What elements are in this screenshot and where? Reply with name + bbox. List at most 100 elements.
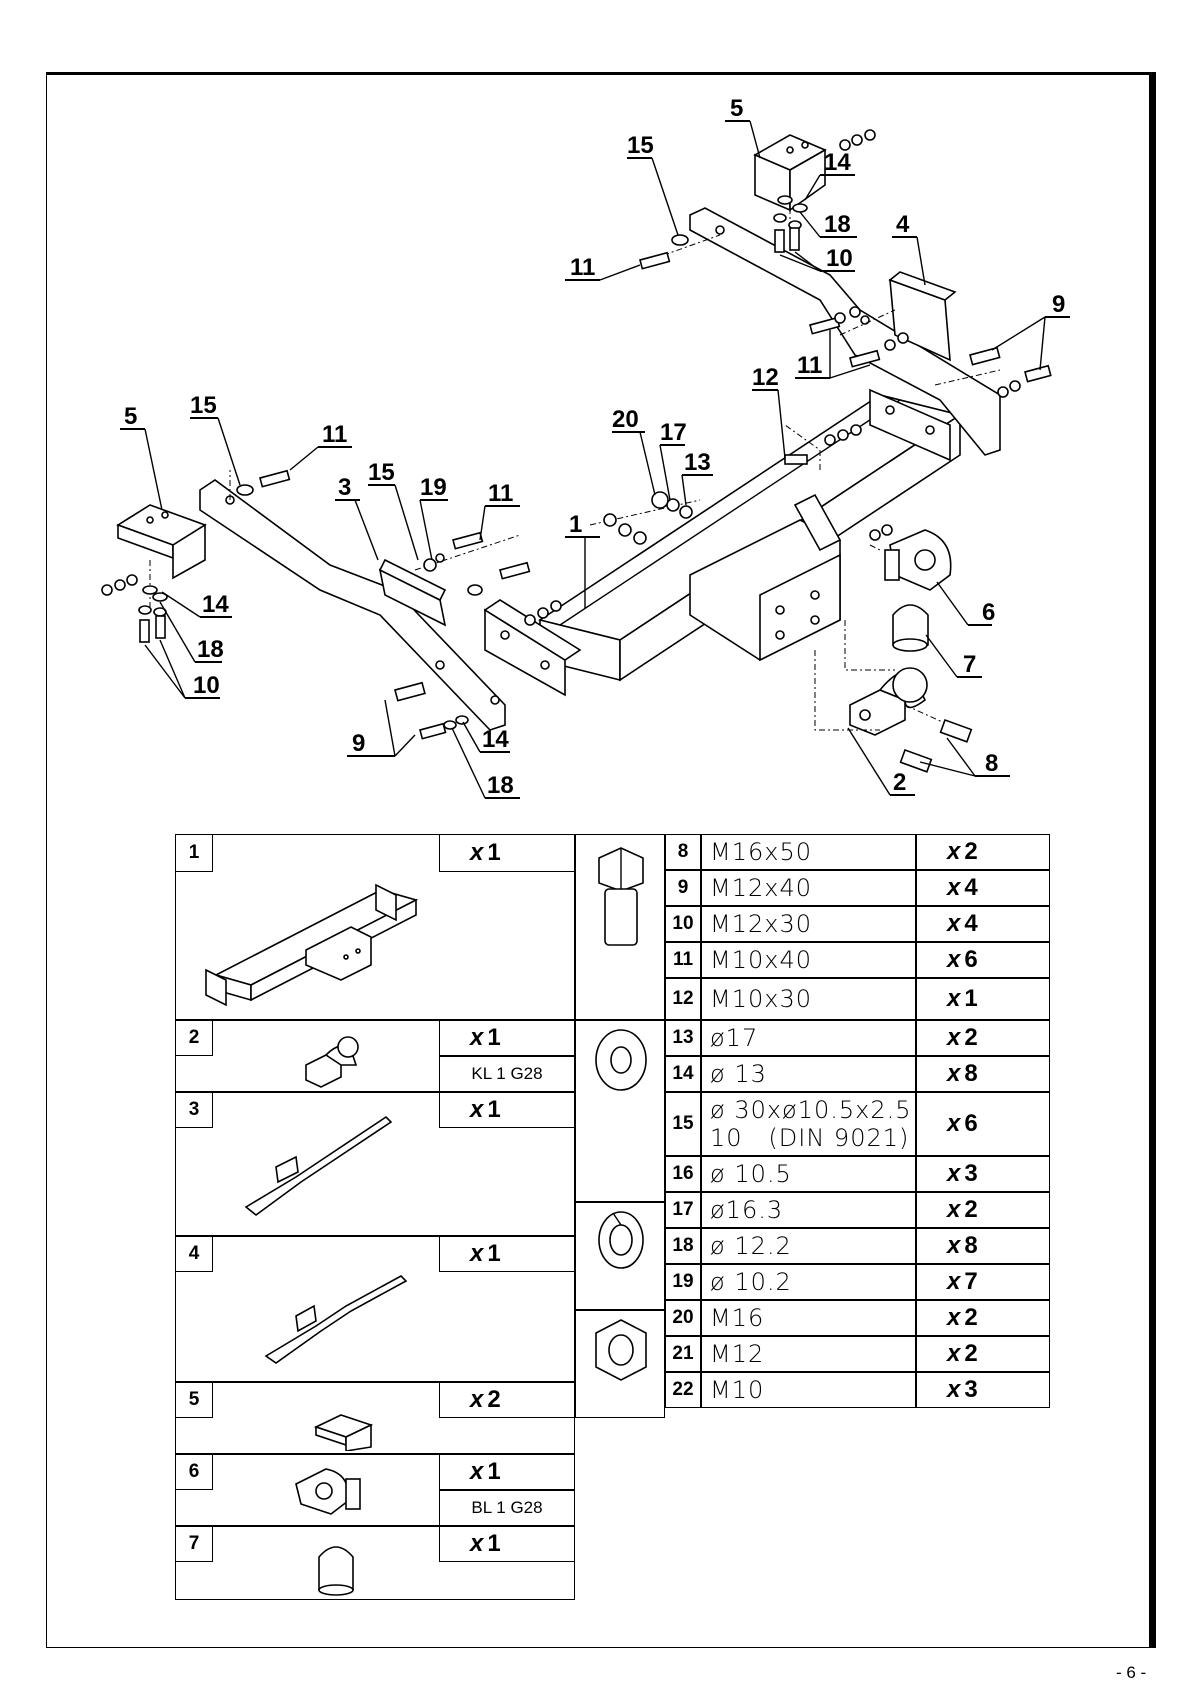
quantity-prefix: x <box>947 1376 961 1403</box>
crossbeam-part <box>483 388 962 697</box>
callout-labels: 1 2 3 4 5 5 6 7 8 9 9 10 10 11 11 11 11 … <box>124 95 1065 799</box>
quantity-value: 6 <box>964 1110 978 1137</box>
socket-plate <box>884 529 952 591</box>
quantity-value: 7 <box>964 1268 978 1295</box>
quantity-prefix: x <box>947 985 961 1012</box>
callout-11-b: 11 <box>488 480 513 507</box>
nut-group-icon-cell <box>575 1310 665 1418</box>
hardware-spec: M12 <box>701 1336 916 1372</box>
quantity-prefix: x <box>947 1110 961 1137</box>
quantity-value: 4 <box>964 874 978 901</box>
hardware-spec-line: 10 (DIN 9021) <box>710 1124 910 1152</box>
callout-6: 6 <box>982 599 995 626</box>
quantity-value: 2 <box>964 1196 978 1223</box>
hardware-number: 12 <box>665 978 701 1020</box>
hardware-spec: ø17 <box>701 1020 916 1056</box>
hardware-spec-line: ø 30xø10.5x2.5 <box>710 1096 912 1124</box>
quantity-prefix: x <box>947 1232 961 1259</box>
quantity-prefix: x <box>947 910 961 937</box>
callout-11-a: 11 <box>322 421 347 448</box>
callout-11-d: 11 <box>797 352 822 379</box>
exploded-assembly-drawing: 1 2 3 4 5 5 6 7 8 9 9 10 10 11 11 11 11 … <box>101 95 1070 799</box>
quantity-value: 3 <box>964 1376 978 1403</box>
callout-15-middle: 15 <box>368 459 395 486</box>
part-2-number: 2 <box>175 1020 213 1056</box>
callout-17: 17 <box>660 419 687 446</box>
part-7-number: 7 <box>175 1526 213 1562</box>
hardware-spec: M10x30 <box>701 978 916 1020</box>
callout-10-right: 10 <box>826 245 853 272</box>
nut-icon <box>595 1319 647 1381</box>
hardware-number: 20 <box>665 1300 701 1336</box>
hardware-spec: ø 12.2 <box>701 1228 916 1264</box>
hardware-number: 15 <box>665 1092 701 1156</box>
hardware-spec: ø16.3 <box>701 1192 916 1228</box>
callout-11-c: 11 <box>570 254 595 281</box>
callout-2: 2 <box>893 769 906 796</box>
callout-5-left: 5 <box>124 403 137 430</box>
callout-18-bottom: 18 <box>487 772 514 799</box>
tow-ball <box>849 667 928 736</box>
hardware-spec: M16x50 <box>701 834 916 870</box>
callout-18-left: 18 <box>197 636 224 663</box>
callout-3: 3 <box>338 474 351 501</box>
left-side-arm <box>199 479 506 731</box>
spring-washer-icon <box>598 1211 644 1269</box>
part-6-number: 6 <box>175 1454 213 1490</box>
callout-13: 13 <box>684 449 711 476</box>
quantity-prefix: x <box>947 1196 961 1223</box>
callout-18-right: 18 <box>824 211 851 238</box>
part-3-number: 3 <box>175 1092 213 1128</box>
part-6-thumbnail <box>295 1468 361 1515</box>
callout-14-bottom: 14 <box>482 726 509 753</box>
quantity-prefix: x <box>947 1024 961 1051</box>
quantity-value: 1 <box>964 985 978 1012</box>
part-1-thumbnail <box>205 883 419 1007</box>
callout-9-right: 9 <box>1052 291 1065 318</box>
part-2-thumbnail <box>305 1036 359 1088</box>
hardware-number: 21 <box>665 1336 701 1372</box>
right-side-arm <box>689 207 1001 456</box>
hardware-number: 18 <box>665 1228 701 1264</box>
page-number: - 6 - <box>1116 1663 1147 1682</box>
hardware-number: 10 <box>665 906 701 942</box>
callout-19: 19 <box>420 474 447 501</box>
quantity-value: 6 <box>964 946 978 973</box>
hardware-number: 8 <box>665 834 701 870</box>
callout-10-left: 10 <box>193 672 220 699</box>
hardware-number: 9 <box>665 870 701 906</box>
hardware-number: 19 <box>665 1264 701 1300</box>
hardware-number: 22 <box>665 1372 701 1408</box>
hardware-spec: ø 13 <box>701 1056 916 1092</box>
callout-8: 8 <box>985 750 998 777</box>
part-1-number: 1 <box>175 834 213 872</box>
callout-20: 20 <box>612 406 639 433</box>
hardware-spec: ø 10.2 <box>701 1264 916 1300</box>
bolt-icon <box>598 847 644 946</box>
quantity-value: 8 <box>964 1060 978 1087</box>
hardware-spec: M12x40 <box>701 870 916 906</box>
spring-washer-group-icon-cell <box>575 1202 665 1310</box>
hardware-spec: ø 10.5 <box>701 1156 916 1192</box>
callout-9-left: 9 <box>352 730 365 757</box>
hardware-number: 11 <box>665 942 701 978</box>
hardware-spec: M10x40 <box>701 942 916 978</box>
callout-leaders <box>120 120 1070 799</box>
callout-12: 12 <box>752 364 779 391</box>
callout-7: 7 <box>963 651 976 678</box>
quantity-value: 3 <box>964 1160 978 1187</box>
